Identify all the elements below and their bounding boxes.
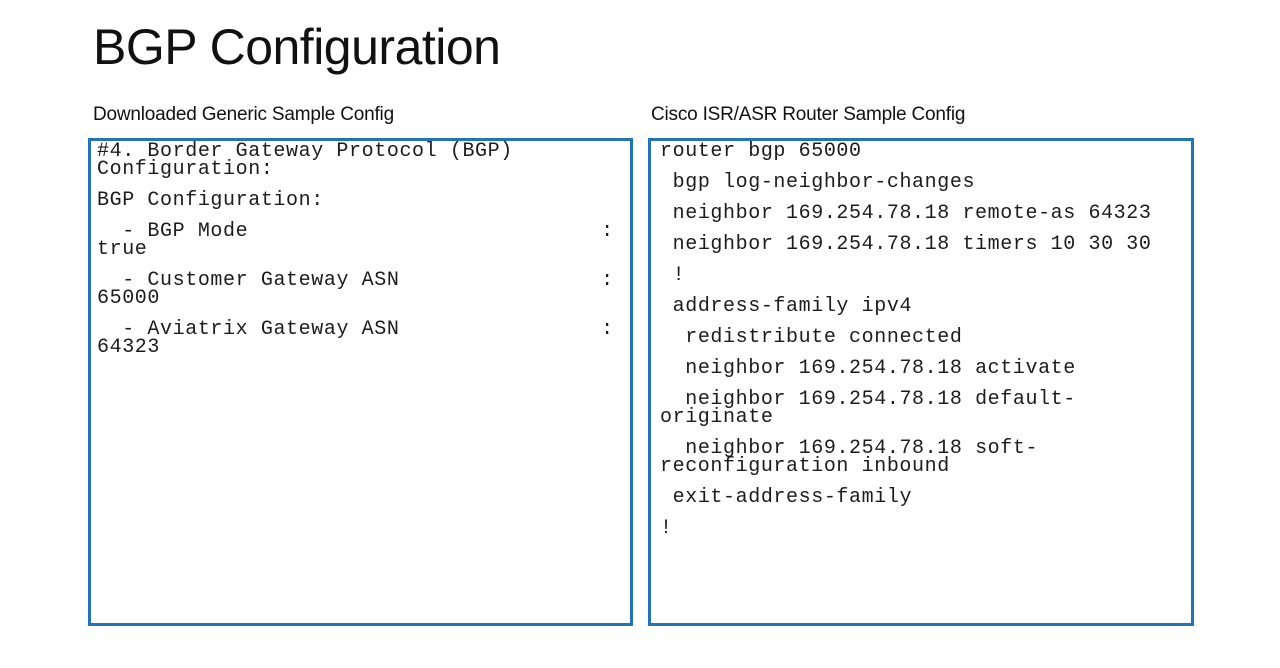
generic-code-line: - Customer Gateway ASN : 65000 bbox=[97, 269, 627, 310]
cisco-code-line: exit-address-family bbox=[660, 486, 913, 509]
cisco-config-box: router bgp 65000 bgp log-neighbor-change… bbox=[648, 138, 1194, 626]
cisco-code-line: neighbor 169.254.78.18 timers 10 30 30 bbox=[660, 233, 1152, 256]
generic-config-label: Downloaded Generic Sample Config bbox=[93, 104, 394, 125]
generic-config-box: #4. Border Gateway Protocol (BGP) Config… bbox=[88, 138, 633, 626]
generic-code-line: - Aviatrix Gateway ASN : 64323 bbox=[97, 318, 627, 359]
cisco-code-line: ! bbox=[660, 264, 686, 287]
cisco-code-line: neighbor 169.254.78.18 remote-as 64323 bbox=[660, 202, 1152, 225]
cisco-config-label: Cisco ISR/ASR Router Sample Config bbox=[651, 104, 966, 125]
cisco-code-line: redistribute connected bbox=[660, 326, 963, 349]
cisco-code-line: neighbor 169.254.78.18 activate bbox=[660, 357, 1076, 380]
generic-code-line: #4. Border Gateway Protocol (BGP) Config… bbox=[97, 140, 513, 181]
cisco-code-line: bgp log-neighbor-changes bbox=[660, 171, 976, 194]
cisco-code-line: neighbor 169.254.78.18 soft- reconfigura… bbox=[660, 437, 1039, 478]
cisco-code-line: ! bbox=[660, 517, 673, 540]
cisco-code-line: neighbor 169.254.78.18 default- originat… bbox=[660, 388, 1076, 429]
cisco-code-line: address-family ipv4 bbox=[660, 295, 913, 318]
generic-code-line: BGP Configuration: bbox=[97, 189, 324, 212]
generic-code-line: - BGP Mode : true bbox=[97, 220, 627, 261]
slide-title: BGP Configuration bbox=[93, 19, 501, 75]
cisco-code-line: router bgp 65000 bbox=[660, 140, 862, 163]
